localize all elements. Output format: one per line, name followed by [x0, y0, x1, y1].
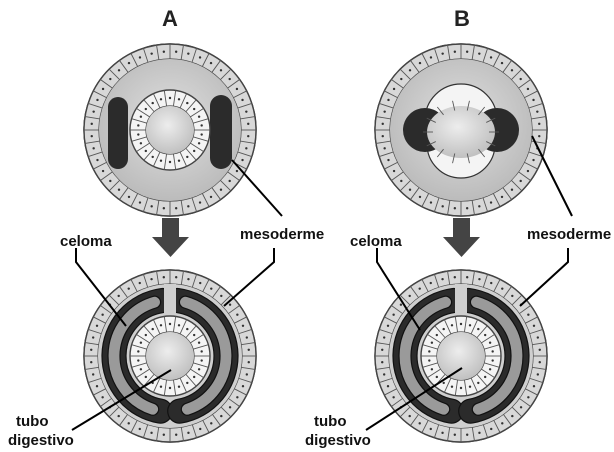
- leader-line-mesoderme-a-top: [232, 160, 282, 216]
- panel-letter-b: B: [454, 6, 470, 31]
- dorsal-mesentery: [164, 284, 176, 316]
- label-tubo-b-line1: tubo: [314, 413, 346, 430]
- gut-lumen: [437, 332, 485, 380]
- gut-lumen: [146, 332, 194, 380]
- mesoderm-block-right: [210, 95, 232, 169]
- label-mesoderme-b: mesoderme: [527, 226, 611, 243]
- label-celoma-a: celoma: [60, 233, 112, 250]
- archenteron: [146, 106, 194, 154]
- mesoderm-block-left: [108, 97, 128, 169]
- leader-line-mesoderme-b-bottom: [520, 248, 568, 306]
- down-arrow-a: [152, 218, 189, 257]
- embryo-b-bottom: [375, 270, 547, 442]
- down-arrow-b: [443, 218, 480, 257]
- label-celoma-b: celoma: [350, 233, 402, 250]
- label-tubo-a-line2: digestivo: [8, 432, 74, 449]
- embryo-b-top: [375, 44, 547, 216]
- label-mesoderme-a: mesoderme: [240, 226, 324, 243]
- dorsal-mesentery: [455, 284, 467, 316]
- leader-line-mesoderme-b-top: [532, 136, 572, 216]
- embryo-a-bottom: [84, 270, 256, 442]
- label-tubo-b-line2: digestivo: [305, 432, 371, 449]
- archenteron: [427, 106, 495, 158]
- panel-letter-a: A: [162, 6, 178, 31]
- label-tubo-a-line1: tubo: [16, 413, 48, 430]
- embryo-a-top: [84, 44, 256, 216]
